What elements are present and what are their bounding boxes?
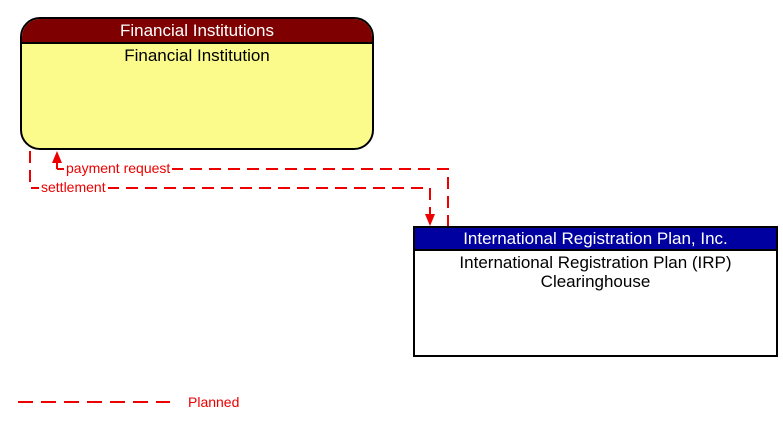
connector-settlement [29, 151, 435, 226]
connector-payment-request [52, 151, 449, 226]
settlement-line [29, 151, 431, 215]
irp-clearinghouse-node: International Registration Plan, Inc. In… [413, 226, 778, 357]
irp-clearinghouse-label: International Registration Plan (IRP) Cl… [459, 253, 732, 291]
payment-request-line [57, 168, 449, 226]
financial-institution-label: Financial Institution [124, 46, 270, 65]
connector-label-payment-request: payment request [64, 160, 173, 176]
arrow-down-icon [425, 214, 435, 226]
financial-institution-node: Financial Institutions Financial Institu… [20, 17, 374, 150]
irp-clearinghouse-header: International Registration Plan, Inc. [415, 228, 776, 251]
legend-label: Planned [188, 394, 240, 410]
arrow-up-icon [52, 151, 62, 163]
connector-label-settlement: settlement [39, 179, 108, 195]
financial-institution-header: Financial Institutions [22, 19, 372, 44]
